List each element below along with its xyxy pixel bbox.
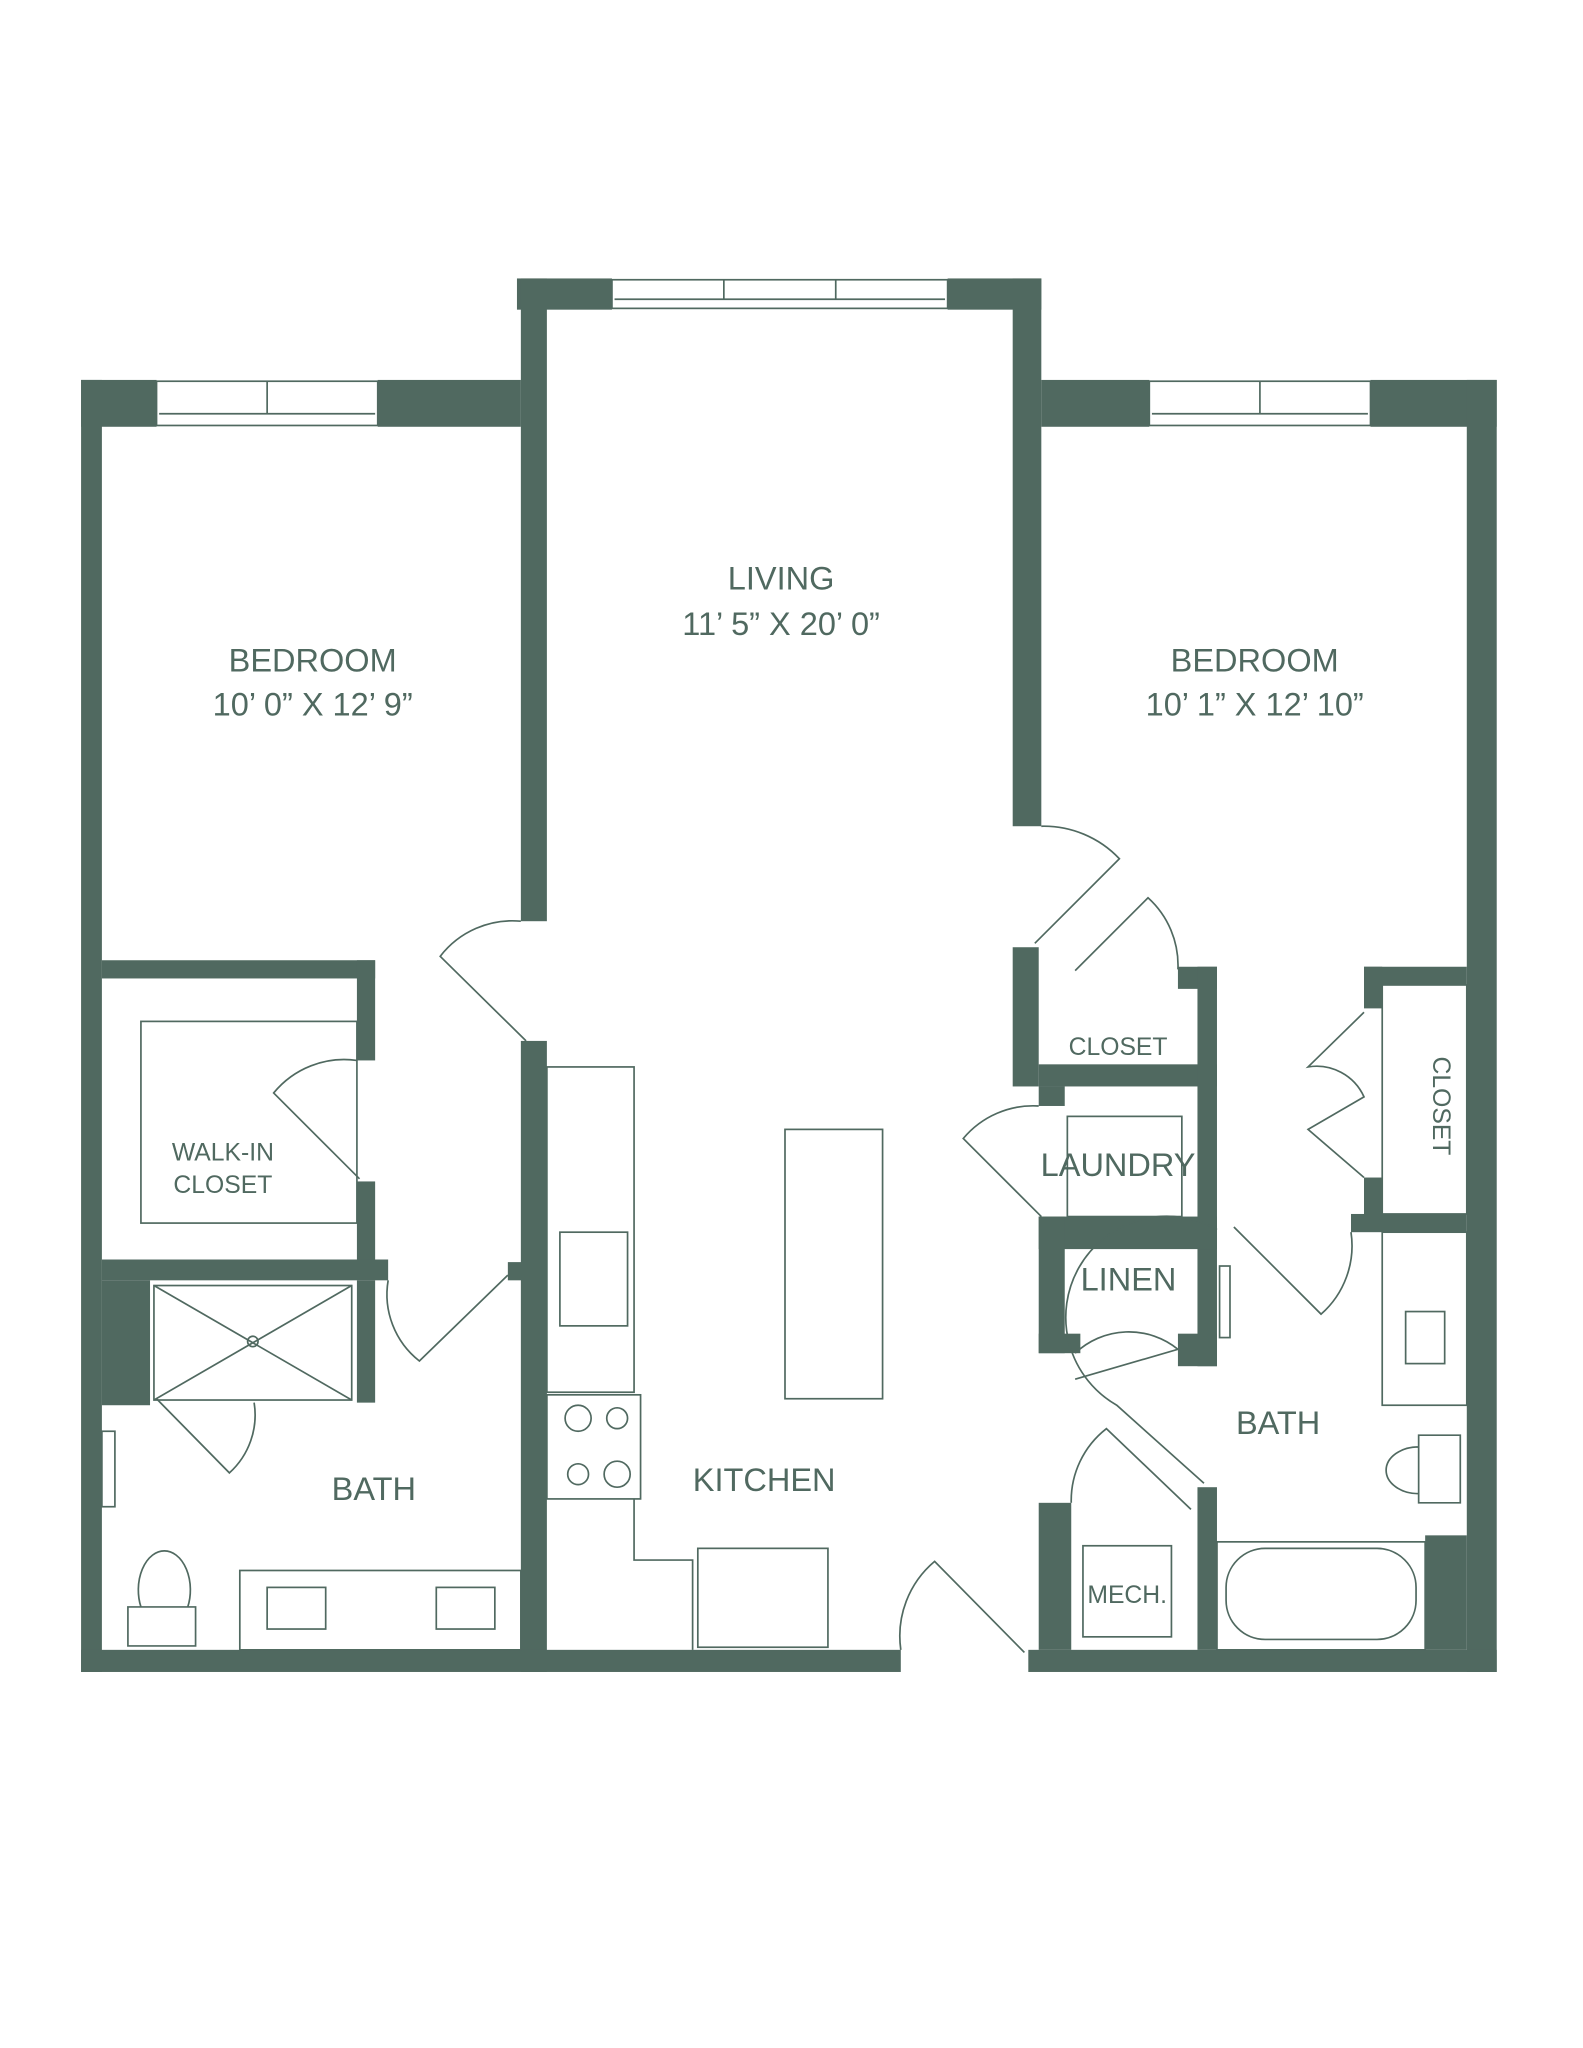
bath-right-label: BATH <box>1236 1405 1320 1441</box>
kitchen-label: KITCHEN <box>693 1462 836 1498</box>
kitchen-island <box>784 1128 884 1400</box>
windows <box>155 278 1372 427</box>
bedroom-left-dims: 10’ 0” X 12’ 9” <box>213 687 413 723</box>
bath-vanity <box>1381 1231 1468 1407</box>
living-dims: 11’ 5” X 20’ 0” <box>682 606 880 642</box>
closet-center-label: CLOSET <box>1069 1034 1168 1061</box>
bathtub <box>1216 1541 1427 1651</box>
bedroom-right-dims: 10’ 1” X 12’ 10” <box>1146 687 1364 723</box>
bedroom-right-label: BEDROOM <box>1171 642 1339 678</box>
toilet-right <box>1385 1434 1462 1504</box>
walk-in-closet-label-2: CLOSET <box>173 1172 272 1199</box>
walk-in-closet-label-1: WALK-IN <box>172 1140 274 1167</box>
vanity <box>238 1569 522 1651</box>
fixtures <box>101 984 1468 1651</box>
closet-right-label: CLOSET <box>1427 1057 1454 1156</box>
mech-unit <box>1082 1544 1173 1638</box>
fridge <box>696 1547 829 1649</box>
washer-dryer <box>1066 1115 1183 1218</box>
walls <box>81 278 1497 1672</box>
closet-shelf-right <box>1381 984 1468 1215</box>
linen-label: LINEN <box>1081 1262 1177 1298</box>
laundry-label: LAUNDRY <box>1041 1147 1196 1183</box>
bedroom-left-label: BEDROOM <box>229 642 397 678</box>
toilet <box>127 1550 197 1647</box>
shower <box>153 1284 353 1401</box>
kitchen-sink <box>559 1231 629 1327</box>
living-label: LIVING <box>728 560 835 596</box>
labels: LIVING 11’ 5” X 20’ 0” BEDROOM 10’ 0” X … <box>172 560 1454 1609</box>
range <box>546 1393 642 1500</box>
mech-label: MECH. <box>1087 1582 1167 1609</box>
bath-left-label: BATH <box>332 1471 416 1507</box>
closet-shelf <box>140 1020 358 1224</box>
counter <box>546 1066 635 1394</box>
